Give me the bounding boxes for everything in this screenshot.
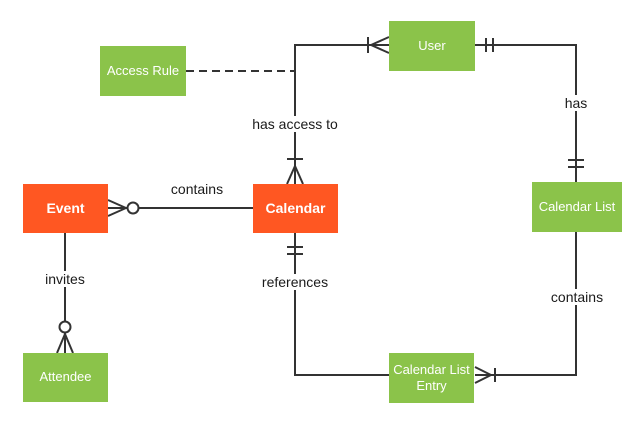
entity-label: Calendar List Entry [393, 361, 470, 393]
entity-label: Event [46, 199, 85, 216]
cardinality-zero-or-many-icon [107, 199, 140, 217]
connector-invites-event-attendee [56, 233, 74, 354]
entity-calendar[interactable]: Calendar [253, 184, 338, 233]
entity-label: Calendar List [538, 198, 616, 214]
entity-label: Calendar [265, 199, 326, 216]
relationship-label-references: references [257, 274, 333, 290]
cardinality-zero-or-many-icon [56, 320, 74, 354]
cardinality-exactly-one-icon [485, 38, 494, 52]
cardinality-one-or-many-icon [286, 158, 304, 185]
relationship-label-contains-event-calendar: contains [166, 181, 228, 197]
relationship-label-has-access-to: has access to [248, 116, 342, 132]
connector-contains-list-entry [474, 232, 577, 384]
relationship-label-contains-list-entry: contains [546, 289, 608, 305]
entity-attendee[interactable]: Attendee [23, 353, 108, 402]
entity-calendar-list-entry[interactable]: Calendar List Entry [389, 353, 474, 403]
entity-event[interactable]: Event [23, 184, 108, 233]
cardinality-one-or-many-icon [474, 366, 496, 384]
entity-access-rule[interactable]: Access Rule [100, 46, 186, 96]
cardinality-exactly-one-icon [568, 159, 584, 168]
connector-has-access-to-calendar-user [286, 36, 390, 185]
cardinality-one-or-many-icon [367, 36, 390, 54]
relationship-label-has: has [560, 95, 592, 111]
entity-label: User [418, 37, 446, 53]
cardinality-exactly-one-icon [287, 246, 303, 255]
relationship-label-invites: invites [41, 271, 89, 287]
entity-user[interactable]: User [389, 21, 475, 71]
entity-calendar-list[interactable]: Calendar List [532, 182, 622, 232]
entity-label: Access Rule [106, 62, 180, 78]
connector-contains-event-calendar [107, 199, 253, 217]
connector-references-calendar-entry [287, 233, 389, 376]
connector-has-user-calendar-list [475, 38, 584, 182]
entity-label: Attendee [39, 369, 92, 385]
